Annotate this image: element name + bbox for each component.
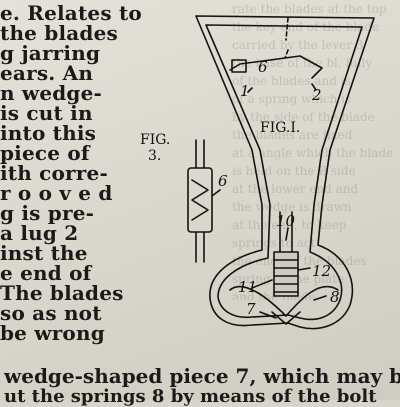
text-line: so as not	[0, 301, 102, 325]
text-line: the blades	[0, 21, 118, 45]
text-line: n wedge-	[0, 81, 103, 105]
text-line: e end of	[0, 261, 92, 285]
fig3-rod	[195, 139, 205, 263]
show-through-line: carried by the lever 3	[232, 38, 364, 52]
show-through-line: the blades are fixed	[232, 128, 353, 142]
text-line: ith corre-	[0, 161, 108, 185]
show-through-line: at the end, to keep	[232, 218, 347, 232]
show-through-line: the ends of the blades	[232, 254, 367, 268]
label-part-11: 11	[238, 278, 257, 296]
part-6-block	[231, 59, 247, 73]
show-through-line: at the lower end and	[232, 182, 359, 196]
fig3-detail	[191, 179, 209, 221]
text-line: The blades	[0, 281, 124, 305]
fig1-center-rod	[279, 211, 293, 253]
fig1-label: FIG.I.	[260, 120, 300, 136]
fig1-split-line	[284, 17, 289, 59]
leader-lines	[247, 83, 327, 319]
show-through-line: of the blades and is	[232, 74, 351, 88]
text-line: e. Relates to	[0, 1, 142, 25]
label-part-10: 10	[276, 212, 296, 230]
show-through-line: the base of the bl, fully	[232, 56, 373, 70]
label-part-6: 6	[258, 58, 268, 76]
label-part-8: 8	[330, 288, 340, 306]
fig1-top-hook	[229, 55, 323, 79]
text-line: inst the	[0, 241, 88, 265]
show-through-line: springs to act	[232, 236, 316, 250]
bolt-thread-lines	[273, 259, 299, 293]
text-line: ears. An	[0, 61, 94, 85]
text-line: is cut in	[0, 101, 93, 125]
text-line: be wrong	[0, 321, 105, 345]
fig3-leader	[211, 189, 221, 197]
label-part-2: 2	[311, 86, 322, 104]
label-part-7: 7	[246, 300, 256, 318]
show-through-line: rate the blades at the top	[232, 2, 387, 16]
text-line: into this	[0, 121, 97, 145]
part-8-spring	[229, 285, 339, 317]
text-line: g is pre-	[0, 201, 95, 225]
text-line: r o o v e d	[0, 181, 113, 205]
part-12-bolt-body	[273, 251, 299, 297]
label-part-1: 1	[240, 82, 250, 100]
text-line: piece of	[0, 141, 90, 165]
show-through-line: of a spring which is	[232, 92, 352, 106]
text-line: a lug 2	[0, 221, 79, 245]
label-part-12: 12	[312, 262, 331, 280]
bottom-text-line: wedge-shaped piece 7, which may be	[4, 364, 400, 388]
partial-text-line: ut the springs 8 by means of the bolt	[4, 386, 377, 407]
fig3-label-line1: FIG.	[140, 132, 170, 148]
show-through-line: at a angle which the blade	[232, 146, 394, 160]
part-7-wedge	[271, 311, 301, 325]
fig3-label-line2: 3.	[148, 148, 161, 164]
fig3-part-6	[187, 167, 213, 233]
text-line: g jarring	[0, 41, 101, 65]
fig1-outer-outline	[195, 15, 375, 330]
label-fig3-6: 6	[218, 172, 228, 190]
